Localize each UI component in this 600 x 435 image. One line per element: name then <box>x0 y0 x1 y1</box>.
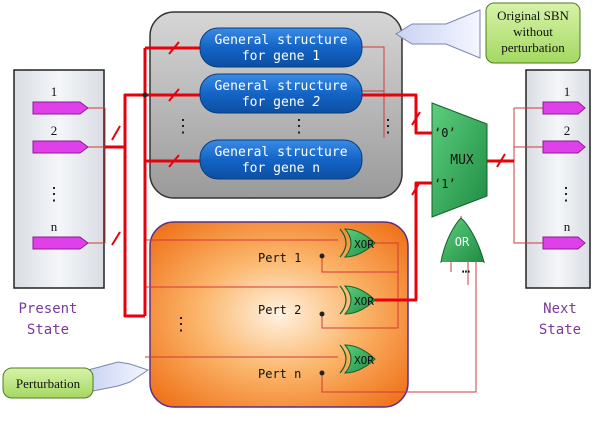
gene-block-2-line1: General structure <box>214 79 347 94</box>
or-gate-dots: ⋯ <box>462 264 470 280</box>
mux-input-1: ‘1’ <box>434 177 456 191</box>
mux-input-0: ‘0’ <box>434 126 456 140</box>
original-sbn-callout: Original SBN without perturbation <box>395 2 581 64</box>
junction-dots <box>142 92 325 376</box>
present-state-label-n: n <box>51 219 58 234</box>
present-state-arrows <box>32 101 89 250</box>
present-state-caption-line1: Present <box>18 301 77 317</box>
pert-n-label: Pert n <box>258 367 301 381</box>
perturbation-arrow-icon <box>87 361 150 393</box>
next-state-arrows <box>542 101 586 250</box>
perturbation-callout-label: Perturbation <box>16 376 81 391</box>
xor-gate-2: XOR <box>339 285 376 315</box>
mux: MUX ‘0’ ‘1’ <box>431 102 488 218</box>
present-state-label-1: 1 <box>51 84 58 99</box>
next-state-label-1: 1 <box>564 84 571 99</box>
gene-block-n-line2: for gene n <box>242 161 320 176</box>
original-sbn-line1: Original SBN <box>497 8 569 23</box>
gene-block-n-line1: General structure <box>214 145 347 160</box>
gray-dots-left: ⋮ <box>174 116 192 137</box>
thin-wires <box>86 46 543 393</box>
orange-dots: ⋮ <box>172 314 190 335</box>
mux-label: MUX <box>450 153 474 168</box>
gene-block-1-line1: General structure <box>214 33 347 48</box>
original-sbn-line2: without <box>513 24 553 39</box>
or-gate: OR ⋯ <box>440 217 486 280</box>
or-gate-label: OR <box>455 235 470 249</box>
original-sbn-arrow-icon <box>395 9 481 59</box>
present-state-dots: ⋮ <box>45 184 63 205</box>
next-state-label-n: n <box>564 219 571 234</box>
perturbation-box <box>149 221 409 408</box>
present-state-caption-line2: State <box>27 322 69 338</box>
original-sbn-line3: perturbation <box>501 40 565 55</box>
next-state-dots: ⋮ <box>557 184 575 205</box>
gene-block-2-line2: for gene 2 <box>242 95 320 110</box>
gray-dots-mid: ⋮ <box>290 116 308 137</box>
pert-1-label: Pert 1 <box>258 251 301 265</box>
pert-2-label: Pert 2 <box>258 303 301 317</box>
xor-gate-n-label: XOR <box>354 354 374 367</box>
present-state-label-2: 2 <box>51 123 58 138</box>
gray-dots-right: ⋮ <box>379 116 397 137</box>
perturbation-callout: Perturbation <box>2 361 150 399</box>
next-state-caption-line1: Next <box>543 301 577 317</box>
xor-gate-n: XOR <box>339 344 376 374</box>
gene-block-n: General structure for gene n <box>199 139 363 180</box>
next-state-caption-line2: State <box>539 322 581 338</box>
gene-block-1: General structure for gene 1 <box>199 27 363 68</box>
gene-block-1-line2: for gene 1 <box>242 49 320 64</box>
next-state-label-2: 2 <box>564 123 571 138</box>
xor-gate-1: XOR <box>339 228 376 258</box>
gene-block-2: General structure for gene 2 <box>199 73 363 114</box>
bus-width-marks <box>111 41 506 246</box>
xor-gate-2-label: XOR <box>354 295 374 308</box>
xor-gate-1-label: XOR <box>354 238 374 251</box>
